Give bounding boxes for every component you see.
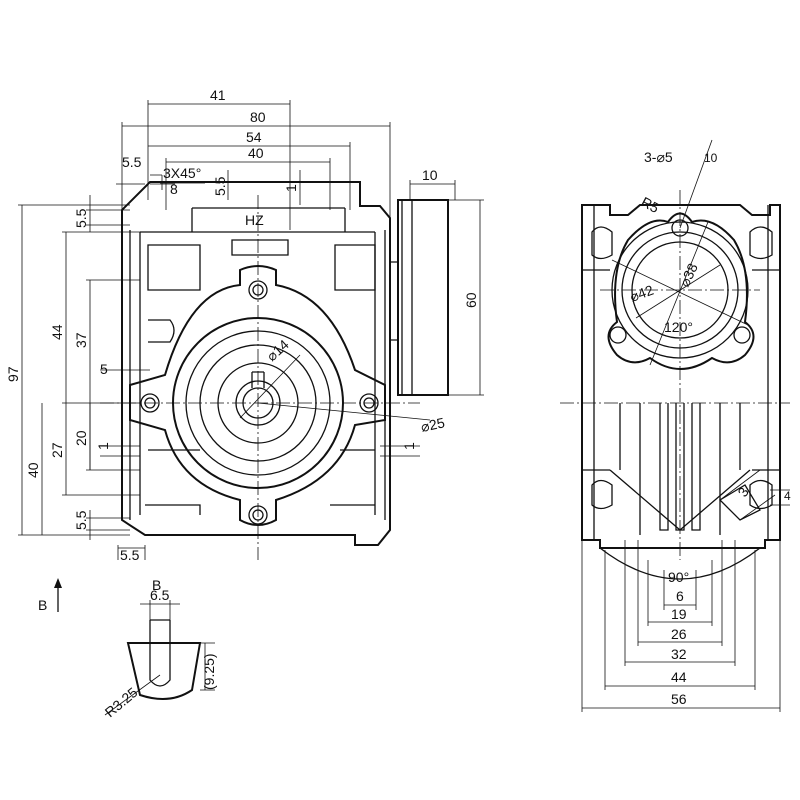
dim-5-5-bottom: 5.5 [120,547,140,563]
arrow-b-label: B [38,597,47,613]
dim-60: 60 [463,292,479,308]
dim-10: 10 [422,167,438,183]
section-b-label: B [152,577,161,593]
label-r5: R5 [639,194,663,217]
dim-20: 20 [73,430,89,446]
dim-37: 37 [73,332,89,348]
dim-chamfer: 3X45° [163,165,201,181]
label-hz: HZ [245,212,264,228]
side-view-dim-text: 3-⌀5 10 R5 ⌀38 ⌀42 120° 3 4 90° 6 19 26 … [628,149,791,707]
dim-r3-25: R3.25 [102,684,141,720]
dim-8: 8 [170,181,178,197]
label-angle120: 120° [664,319,693,335]
dim-80: 80 [250,109,266,125]
dim-40-left: 40 [25,462,41,478]
dim-6-5: 6.5 [150,587,170,603]
dim-40: 40 [248,145,264,161]
detail-b-text: B B 6.5 R3.25 (9.25) [38,577,217,720]
dim-dia14: ⌀14 [263,336,292,364]
dim-1-left: 1 [95,442,111,450]
dim-5-5-b: 5.5 [212,176,228,196]
label-d4: 4 [784,489,791,503]
dim-54: 54 [246,129,262,145]
dim-1-top: 1 [283,184,299,192]
dim-44-side: 44 [671,669,687,685]
dim-9-25: (9.25) [201,653,217,690]
front-view-geometry [100,181,449,560]
dim-26: 26 [671,626,687,642]
label-dia42: ⌀42 [628,282,656,305]
detail-b-geometry [54,578,215,716]
label-ten: 10 [704,151,718,165]
front-view-dimensions [18,100,484,560]
dim-56: 56 [671,691,687,707]
dim-1-right: 1 [401,442,417,450]
dim-27: 27 [49,442,65,458]
dim-41: 41 [210,87,226,103]
dim-angle90: 90° [668,569,689,585]
dim-5-5-top: 5.5 [122,154,142,170]
dim-5: 5 [100,361,108,377]
dim-6: 6 [676,588,684,604]
dim-97: 97 [5,366,21,382]
dim-dia25: ⌀25 [419,414,446,435]
dim-19: 19 [671,606,687,622]
dim-44: 44 [49,324,65,340]
dim-5-5-left-bot: 5.5 [73,510,89,530]
dim-32: 32 [671,646,687,662]
label-holes: 3-⌀5 [644,149,673,165]
side-view-dimensions [581,540,781,712]
front-view-dim-text: 41 80 54 40 5.5 3X45° 8 5.5 1 HZ 97 5.5 … [5,87,479,563]
dim-5-5-left: 5.5 [73,208,89,228]
side-view-geometry [560,139,790,580]
